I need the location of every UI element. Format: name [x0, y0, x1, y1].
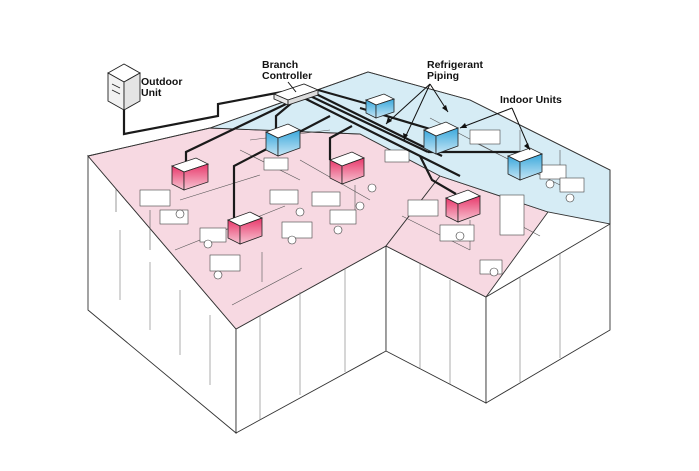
indoor-unit-cool-2 [364, 93, 396, 119]
indoor-unit-heat-2 [226, 211, 264, 245]
indoor-unit-heat-3 [328, 151, 366, 185]
upper-floor-edge [87, 71, 611, 224]
callout-leaders [287, 81, 531, 151]
office-furniture [139, 129, 585, 275]
building-exterior [87, 154, 611, 434]
indoor-unit-heat-1 [170, 157, 210, 191]
outdoor-unit-icon [107, 63, 141, 111]
wall-right-side [485, 223, 611, 404]
indoor-unit-cool-1 [264, 123, 302, 157]
indoor-unit-cool-4 [506, 147, 544, 181]
indoor-units-heating [170, 151, 482, 245]
branch-controller-label: Branch Controller [262, 59, 313, 82]
indoor-unit-heat-4 [444, 189, 482, 223]
outdoor-unit-label: Outdoor Unit [141, 76, 183, 99]
lower-floor-partitions [119, 230, 561, 420]
indoor-units-label: Indoor Units [500, 94, 562, 106]
callout-arrowheads [386, 105, 530, 150]
refrigerant-piping-label: Refrigerant Piping [427, 59, 484, 82]
indoor-unit-cool-3 [422, 121, 460, 155]
indoor-units-cooling [264, 93, 544, 181]
office-chairs [175, 179, 575, 280]
